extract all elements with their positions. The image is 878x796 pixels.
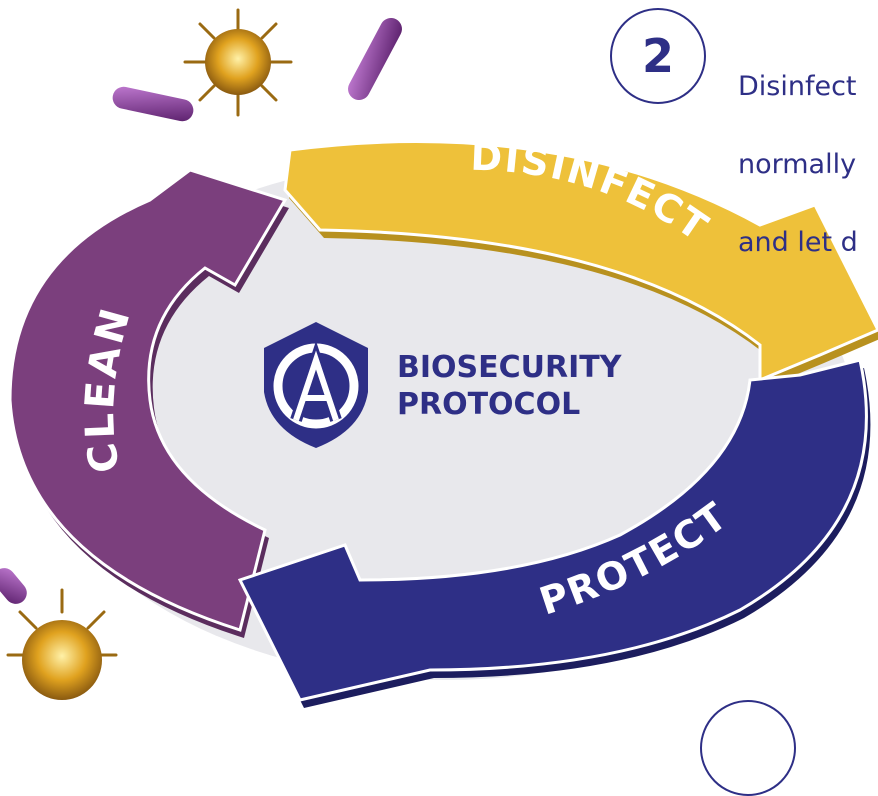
logo-title-line1: BIOSECURITY [397,350,623,385]
virus-particle-icon [183,8,293,117]
bacteria-icon [112,17,402,122]
virus-particle-icon [6,588,118,700]
step-description: Disinfect normally and let d [738,22,878,282]
step-description-line: Disinfect [738,71,857,102]
step-description-line: and let d [738,227,858,258]
step-number-badge: 2 [610,8,706,104]
step-description-line: normally [738,149,857,180]
next-step-badge [700,700,796,796]
clean-arrow [8,168,289,638]
bacteria-icon [0,568,27,604]
logo-title-line2: PROTOCOL [397,387,580,422]
disinfect-arrow [283,140,878,388]
protect-arrow [237,358,871,708]
biosecurity-cycle-diagram: DISINFECT PROTECT CLEAN BIOSECURITY PROT… [0,8,878,708]
shield-logo-icon [264,322,368,448]
